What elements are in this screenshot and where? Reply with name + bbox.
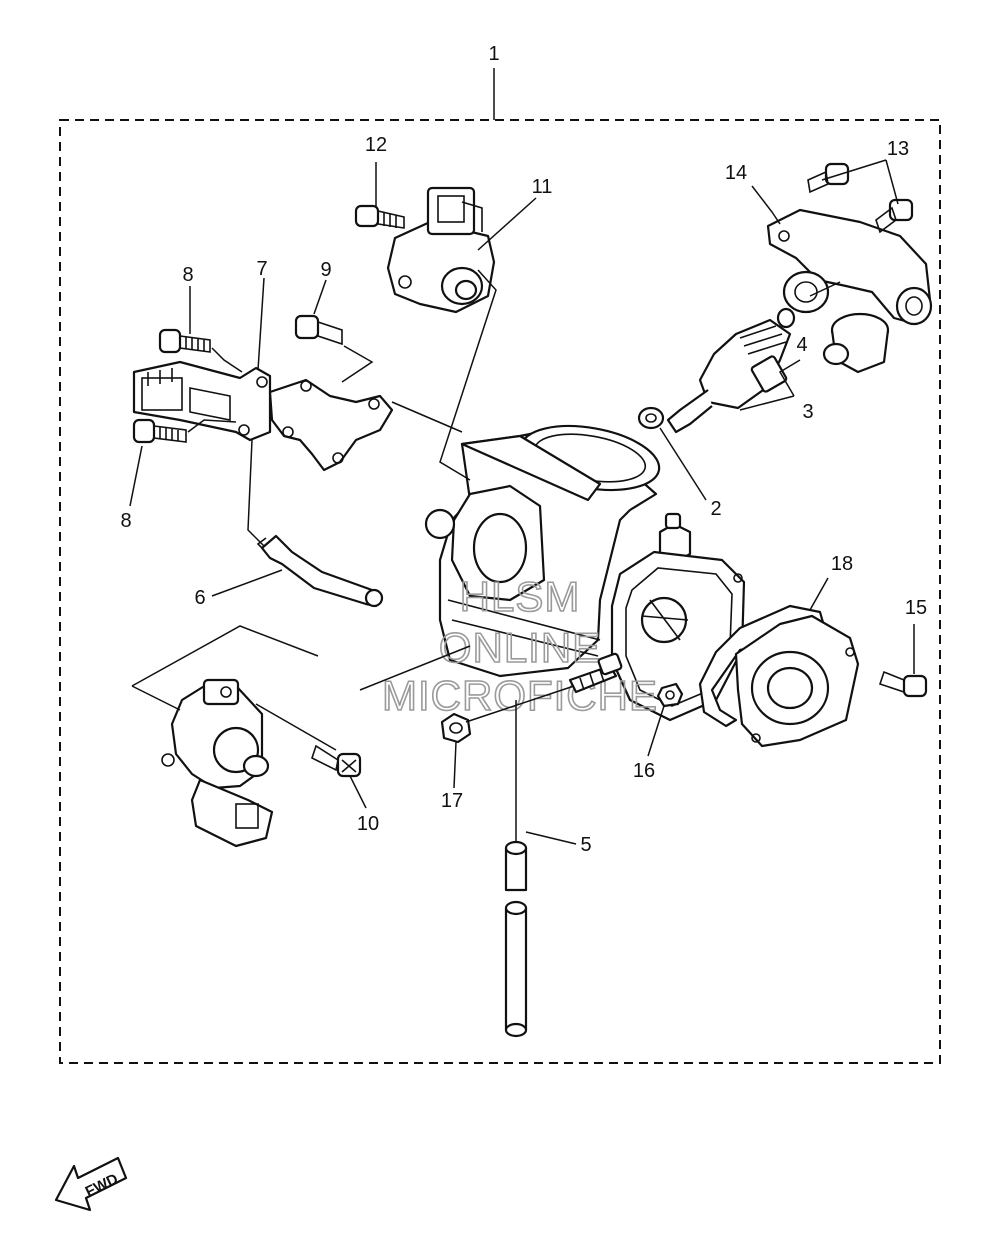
part-3-fuel-injector bbox=[666, 318, 792, 434]
part-6-tube bbox=[256, 534, 384, 608]
callout-10: 10 bbox=[357, 813, 379, 835]
callout-6: 6 bbox=[194, 587, 205, 609]
cover-plate bbox=[734, 614, 860, 748]
fwd-direction-arrow: FWD bbox=[54, 1156, 128, 1212]
callout-13: 13 bbox=[887, 138, 909, 160]
hose-fitting bbox=[568, 652, 623, 694]
part-10-screw bbox=[311, 744, 362, 778]
callout-3: 3 bbox=[802, 401, 813, 423]
watermark-line-1: HLSM bbox=[460, 573, 581, 620]
assembly-boundary bbox=[59, 119, 941, 1064]
part-8-screw-top bbox=[158, 328, 211, 354]
callout-18: 18 bbox=[831, 553, 853, 575]
bracket-plate bbox=[268, 378, 394, 472]
callout-labels: 1 2 3 4 5 6 7 8 8 9 10 11 12 13 14 15 16… bbox=[120, 43, 927, 856]
part-7-sensor-module bbox=[132, 360, 272, 442]
part-4-o-ring bbox=[776, 307, 796, 329]
part-11-throttle-sensor bbox=[386, 186, 496, 314]
callout-8-bottom: 8 bbox=[120, 510, 131, 532]
callout-16: 16 bbox=[633, 760, 655, 782]
part-2-washer bbox=[637, 406, 665, 430]
watermark: HLSM ONLINE MICROFICHE bbox=[381, 572, 658, 720]
part-12-screw bbox=[354, 204, 405, 229]
watermark-line-2: ONLINE bbox=[439, 624, 601, 671]
part-5-hose bbox=[504, 840, 528, 1038]
part-13-screw-a bbox=[807, 162, 850, 194]
part-16-bolt bbox=[656, 682, 684, 708]
part-8-screw-bottom bbox=[132, 418, 187, 444]
part-17-nut bbox=[440, 712, 472, 744]
idle-sensor bbox=[161, 678, 274, 848]
callout-9: 9 bbox=[320, 259, 331, 281]
throttle-body bbox=[424, 424, 692, 678]
callout-1: 1 bbox=[488, 43, 499, 65]
part-14-fuel-rail bbox=[766, 208, 933, 374]
leader-lines bbox=[129, 159, 915, 845]
callout-4: 4 bbox=[796, 334, 807, 356]
callout-17: 17 bbox=[441, 790, 463, 812]
callout-7: 7 bbox=[256, 258, 267, 280]
callout-5: 5 bbox=[580, 834, 591, 856]
part-15-screw bbox=[878, 670, 928, 698]
part-9-screw bbox=[294, 314, 343, 346]
part-13-screw-b bbox=[875, 198, 914, 234]
callout-11: 11 bbox=[532, 176, 553, 198]
callout-2: 2 bbox=[710, 498, 721, 520]
watermark-line-3: MICROFICHE bbox=[382, 672, 658, 719]
callout-15: 15 bbox=[905, 597, 927, 619]
callout-12: 12 bbox=[365, 134, 387, 156]
callout-8-top: 8 bbox=[182, 264, 193, 286]
callout-14: 14 bbox=[725, 162, 747, 184]
